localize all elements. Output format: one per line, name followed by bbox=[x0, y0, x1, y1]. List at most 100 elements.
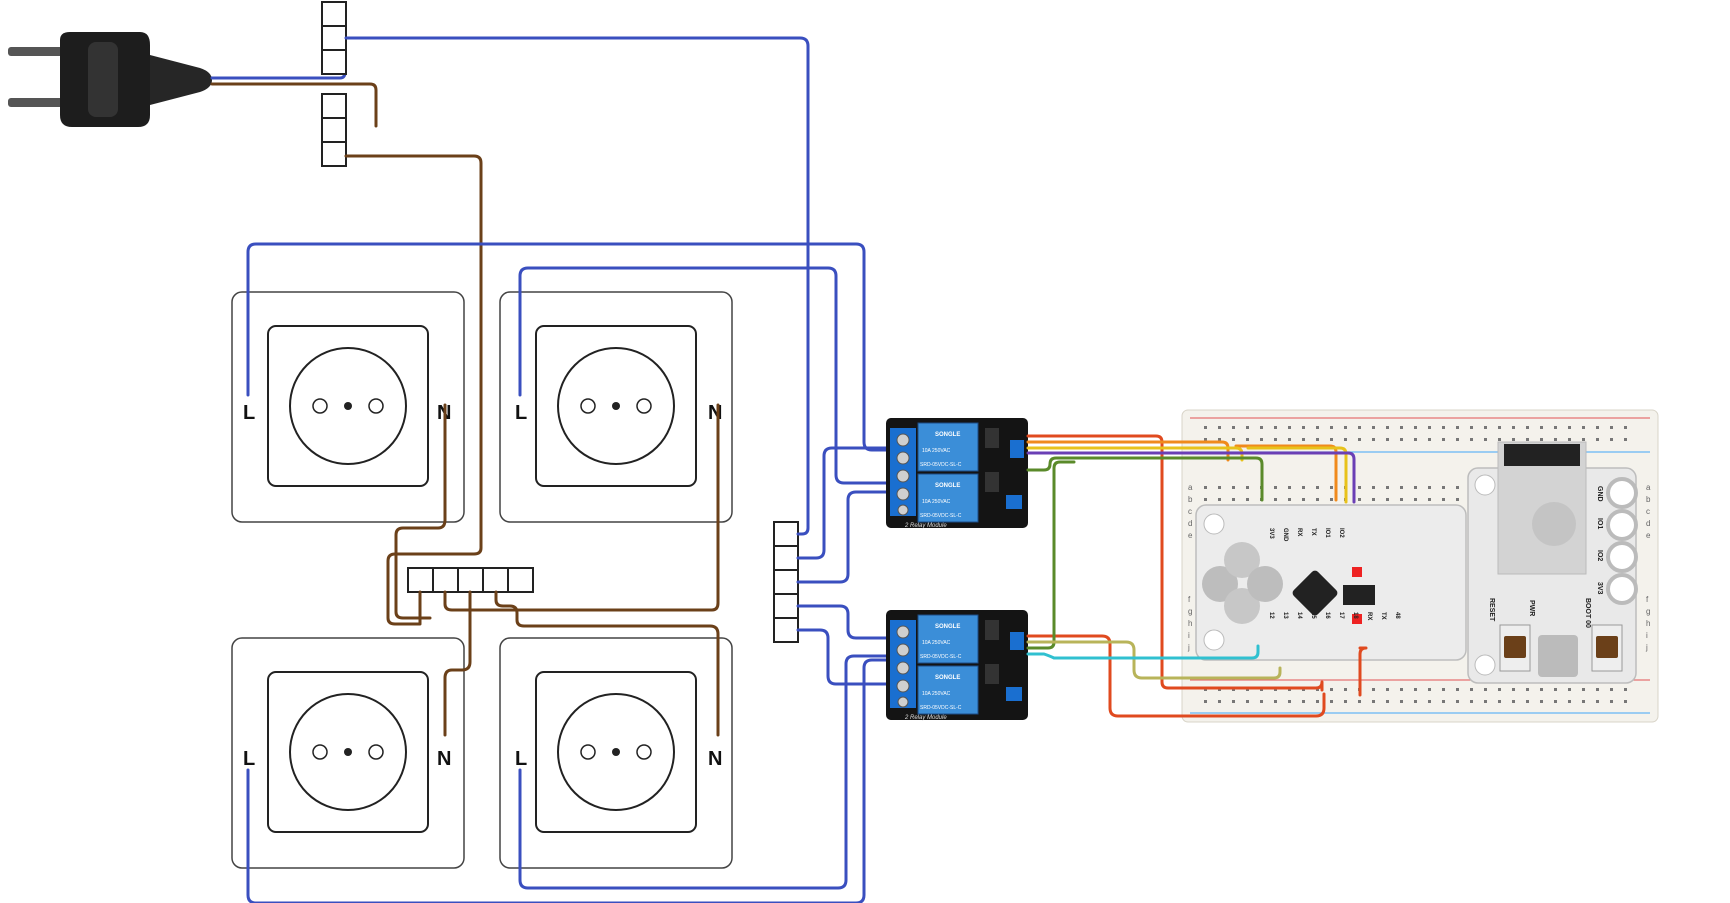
bb-left-a: a bbox=[1188, 483, 1193, 492]
side-pin-io1: IO1 bbox=[1596, 518, 1603, 529]
outlet-top-right bbox=[499, 291, 733, 523]
outlet-br-neutral-label: N bbox=[708, 748, 722, 770]
breadboard-hole bbox=[1568, 426, 1571, 429]
breadboard-hole bbox=[1358, 438, 1361, 441]
breadboard-hole bbox=[1498, 700, 1501, 703]
breadboard-hole bbox=[1456, 486, 1459, 489]
breadboard-hole bbox=[1288, 438, 1291, 441]
breadboard-hole bbox=[1526, 688, 1529, 691]
power-led-label: PWR bbox=[1528, 600, 1535, 616]
bb-right-g: g bbox=[1646, 607, 1650, 616]
breadboard-hole bbox=[1442, 486, 1445, 489]
breadboard-hole bbox=[1204, 426, 1207, 429]
breadboard-hole bbox=[1232, 498, 1235, 501]
outlet-bl-neutral-label: N bbox=[437, 748, 451, 770]
relay-bottom-text-2a: 10A 250VAC bbox=[922, 691, 951, 697]
breadboard-hole bbox=[1610, 426, 1613, 429]
side-pin-3v3: 3V3 bbox=[1596, 582, 1603, 595]
breadboard-hole bbox=[1218, 438, 1221, 441]
breadboard-hole bbox=[1414, 700, 1417, 703]
breadboard-hole bbox=[1204, 438, 1207, 441]
relay-top-text-1b: SRD-05VDC-SL-C bbox=[920, 462, 962, 468]
pin-bottom-48: 48 bbox=[1394, 612, 1400, 619]
esp32-dev-board: GND IO1 IO2 3V3 RESET BOOT 00 PWR 3V3 GN… bbox=[1195, 441, 1638, 684]
pin-bottom-14: 14 bbox=[1296, 612, 1302, 619]
breadboard-hole bbox=[1288, 700, 1291, 703]
breadboard-hole bbox=[1400, 438, 1403, 441]
side-pin-gnd: GND bbox=[1596, 486, 1603, 502]
breadboard-hole bbox=[1246, 486, 1249, 489]
breadboard-hole bbox=[1442, 498, 1445, 501]
breadboard-hole bbox=[1246, 426, 1249, 429]
bb-left-b: b bbox=[1188, 495, 1193, 504]
breadboard-hole bbox=[1610, 700, 1613, 703]
breadboard-hole bbox=[1568, 438, 1571, 441]
breadboard-hole bbox=[1386, 426, 1389, 429]
outlet-br-line-label: L bbox=[515, 748, 527, 770]
breadboard-hole bbox=[1330, 498, 1333, 501]
breadboard-hole bbox=[1302, 426, 1305, 429]
breadboard-hole bbox=[1540, 438, 1543, 441]
breadboard-hole bbox=[1260, 700, 1263, 703]
breadboard-hole bbox=[1386, 438, 1389, 441]
pin-bottom-tx: TX bbox=[1380, 612, 1386, 620]
breadboard-hole bbox=[1540, 700, 1543, 703]
breadboard-hole bbox=[1302, 486, 1305, 489]
breadboard-hole bbox=[1456, 438, 1459, 441]
signal-wires-top-relay bbox=[1026, 434, 1356, 692]
bb-right-b: b bbox=[1646, 495, 1651, 504]
breadboard-hole bbox=[1456, 700, 1459, 703]
relay-top-module-label: 2 Relay Module bbox=[904, 523, 947, 529]
breadboard-hole bbox=[1596, 426, 1599, 429]
breadboard-hole bbox=[1330, 688, 1333, 691]
breadboard-hole bbox=[1274, 486, 1277, 489]
breadboard-hole bbox=[1372, 426, 1375, 429]
breadboard-hole bbox=[1204, 700, 1207, 703]
breadboard-hole bbox=[1274, 426, 1277, 429]
pin-bottom-13: 13 bbox=[1282, 612, 1288, 619]
side-pin-io2: IO2 bbox=[1596, 550, 1603, 561]
breadboard-hole bbox=[1498, 426, 1501, 429]
breadboard-hole bbox=[1428, 700, 1431, 703]
breadboard-hole bbox=[1484, 700, 1487, 703]
breadboard-hole bbox=[1400, 688, 1403, 691]
breadboard-hole bbox=[1330, 438, 1333, 441]
breadboard-hole bbox=[1512, 438, 1515, 441]
breadboard-hole bbox=[1274, 438, 1277, 441]
breadboard-hole bbox=[1386, 486, 1389, 489]
breadboard-hole bbox=[1372, 498, 1375, 501]
outlet-bottom-left bbox=[231, 637, 465, 869]
breadboard-hole bbox=[1512, 700, 1515, 703]
breadboard-hole bbox=[1442, 700, 1445, 703]
terminal-block-live bbox=[321, 93, 347, 167]
relay-top-brand-2: SONGLE bbox=[935, 483, 960, 489]
breadboard-hole bbox=[1526, 438, 1529, 441]
breadboard-hole bbox=[1582, 426, 1585, 429]
pin-bottom-18: 18 bbox=[1352, 612, 1358, 619]
bb-left-i: i bbox=[1188, 631, 1190, 640]
bb-left-c: c bbox=[1188, 507, 1192, 516]
breadboard-hole bbox=[1400, 700, 1403, 703]
breadboard-hole bbox=[1582, 700, 1585, 703]
breadboard-hole bbox=[1344, 438, 1347, 441]
breadboard-hole bbox=[1624, 438, 1627, 441]
breadboard-hole bbox=[1414, 438, 1417, 441]
pin-top-rx: RX bbox=[1296, 528, 1302, 536]
relay-bottom-text-1b: SRD-05VDC-SL-C bbox=[920, 654, 962, 660]
outlet-tl-line-label: L bbox=[243, 402, 255, 424]
breadboard-hole bbox=[1568, 700, 1571, 703]
terminal-block-neutral-distribution bbox=[407, 567, 534, 593]
breadboard-hole bbox=[1442, 426, 1445, 429]
breadboard-hole bbox=[1274, 700, 1277, 703]
breadboard-hole bbox=[1624, 426, 1627, 429]
breadboard-hole bbox=[1232, 426, 1235, 429]
breadboard-hole bbox=[1316, 486, 1319, 489]
breadboard-hole bbox=[1246, 700, 1249, 703]
breadboard-hole bbox=[1232, 438, 1235, 441]
breadboard-hole bbox=[1470, 438, 1473, 441]
outlet-top-left bbox=[231, 291, 465, 523]
breadboard-hole bbox=[1400, 486, 1403, 489]
pin-bottom-16: 16 bbox=[1324, 612, 1330, 619]
breadboard-hole bbox=[1386, 498, 1389, 501]
